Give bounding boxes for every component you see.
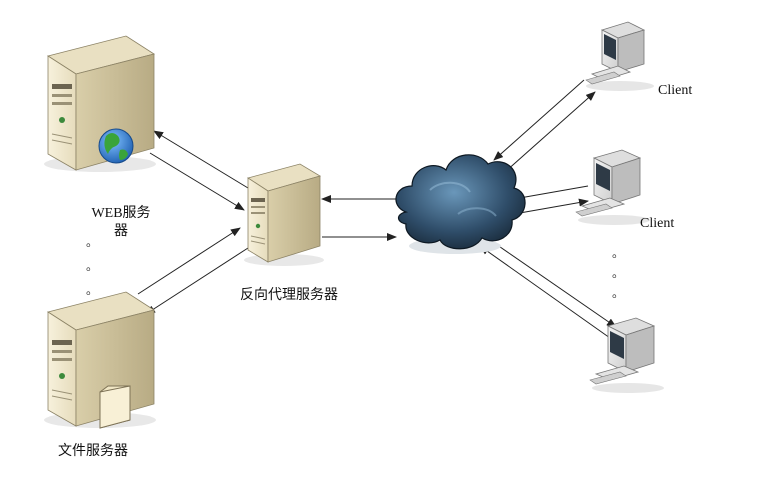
server-globe-icon xyxy=(44,35,156,172)
connection-arrows xyxy=(137,79,617,339)
arrow-file-to-proxy xyxy=(137,227,241,295)
arrow-client1-to-cloud xyxy=(493,79,585,161)
arrow-client2-to-cloud xyxy=(513,185,589,202)
ellipsis-dot-left-2: 。 xyxy=(86,259,99,273)
ellipsis-dot-right-3: 。 xyxy=(612,286,625,300)
proxy-server xyxy=(244,163,324,266)
client-computer-1 xyxy=(585,21,654,91)
client-1-label: Client xyxy=(658,83,693,98)
client-computer-2 xyxy=(575,149,650,225)
internet-cloud xyxy=(395,154,526,254)
arrow-cloud-to-client2 xyxy=(513,198,589,215)
cloud-icon xyxy=(395,154,526,254)
arrow-cloud-to-client3 xyxy=(489,239,617,328)
ellipsis-dot-right-2: 。 xyxy=(612,266,625,280)
web-server-label: WEB服务器 xyxy=(91,206,151,239)
ellipsis-dot-left-3: 。 xyxy=(86,283,99,297)
file-server xyxy=(44,291,156,429)
proxy-server-label: 反向代理服务器 xyxy=(240,288,338,303)
arrow-proxy-to-web xyxy=(153,130,249,189)
ellipsis-dot-right-1: 。 xyxy=(612,246,625,260)
file-server-label: 文件服务器 xyxy=(58,444,128,459)
arrow-proxy-to-file xyxy=(145,247,249,315)
web-server xyxy=(44,35,156,172)
arrow-cloud-to-client1 xyxy=(504,91,596,173)
client-computer-3 xyxy=(589,317,664,393)
desktop-computer-icon xyxy=(589,317,664,393)
server-tower-icon xyxy=(244,163,324,266)
desktop-computer-icon xyxy=(585,21,654,91)
ellipsis-dot-left-1: 。 xyxy=(86,235,99,249)
arrow-client3-to-cloud xyxy=(479,245,611,339)
arrow-web-to-proxy xyxy=(149,152,245,211)
client-2-label: Client xyxy=(640,216,675,231)
desktop-computer-icon xyxy=(575,149,650,225)
server-folder-icon xyxy=(44,291,156,429)
